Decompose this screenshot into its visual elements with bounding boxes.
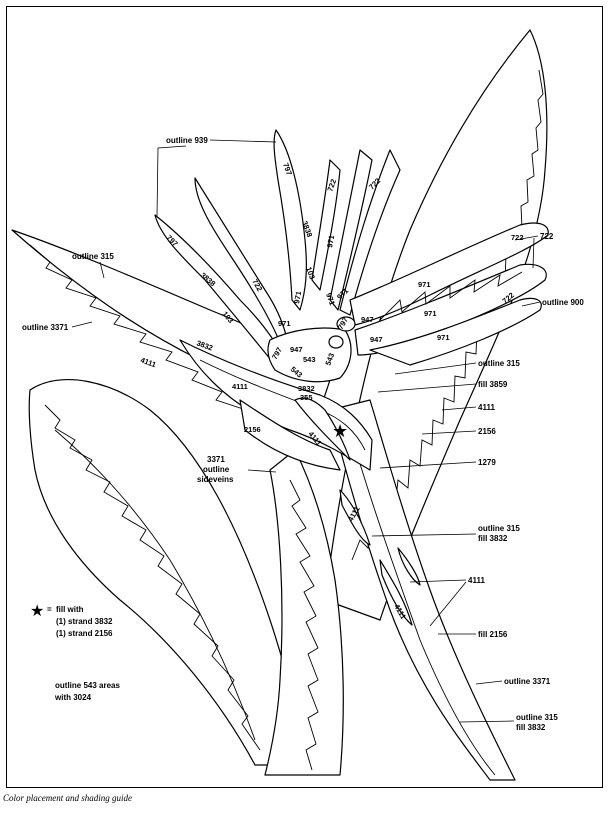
leader-722-right bbox=[514, 235, 539, 269]
petal-vein-right bbox=[379, 271, 523, 321]
region-971-h: 971 bbox=[437, 333, 450, 342]
star-marker: ★ bbox=[332, 421, 348, 442]
region-947-c: 947 bbox=[370, 335, 383, 344]
leader-fill-3859 bbox=[377, 383, 477, 393]
region-971-a: 971 bbox=[325, 234, 336, 248]
callout-outline-315-fill-3832-line1: outline 315 bbox=[478, 524, 520, 533]
left-bottom-leaf-inner bbox=[54, 429, 256, 741]
region-971-g: 971 bbox=[424, 309, 437, 318]
callout-4111-a: 4111 bbox=[478, 403, 495, 412]
petal-971-right-bottom bbox=[369, 297, 542, 366]
region-722-a: 722 bbox=[325, 178, 338, 193]
leader-outline-939 bbox=[156, 139, 277, 217]
callout-fill-3859: fill 3859 bbox=[478, 380, 508, 389]
callout-outline-3371-bottom: outline 3371 bbox=[504, 677, 551, 686]
leader-1279 bbox=[379, 461, 477, 469]
region-971-f: 971 bbox=[418, 280, 431, 289]
stem-inner-line bbox=[349, 429, 496, 776]
region-103-b: 103 bbox=[304, 266, 317, 281]
ovule-797-small bbox=[336, 316, 356, 332]
diagram-frame bbox=[6, 6, 603, 788]
callout-sideveins-line1: 3371 bbox=[207, 455, 225, 464]
legend-equals: = bbox=[47, 605, 52, 614]
region-543-a: 543 bbox=[303, 355, 316, 364]
legend-line1: fill with bbox=[56, 605, 84, 614]
region-971-c: 971 bbox=[324, 292, 337, 307]
region-355: 355 bbox=[300, 393, 313, 402]
bract-lower-lobe bbox=[239, 399, 341, 471]
legend-line2: (1) strand 3832 bbox=[56, 617, 113, 626]
region-3832-b: 3832 bbox=[298, 384, 315, 393]
callout-outline-315-fill-3832-bottom-line1: outline 315 bbox=[516, 713, 558, 722]
note-line1: outline 543 areas bbox=[55, 681, 120, 690]
stem-4111-pod-2 bbox=[379, 559, 413, 626]
region-971-e: 971 bbox=[278, 319, 291, 328]
callout-outline-939: outline 939 bbox=[166, 136, 208, 145]
callout-fill-2156: fill 2156 bbox=[478, 630, 508, 639]
region-4111-b: 4111 bbox=[232, 382, 248, 391]
stem-outline bbox=[329, 399, 516, 781]
stem-4111-ellipse bbox=[397, 547, 421, 586]
leader-outline-315-fill-3832 bbox=[371, 533, 477, 537]
leader-outline-315-left bbox=[99, 261, 105, 279]
petal-971-right-upper bbox=[349, 222, 549, 326]
callout-outline-315-right: outline 315 bbox=[478, 359, 520, 368]
left-spiky-leaf-vein bbox=[29, 244, 247, 411]
legend-star-icon: ★ bbox=[30, 601, 44, 620]
left-bottom-leaf-vein bbox=[44, 404, 261, 751]
leader-4111-a bbox=[441, 406, 477, 411]
spathe-4111 bbox=[294, 397, 351, 461]
region-947-b: 947 bbox=[361, 315, 374, 324]
callout-outline-3371-left: outline 3371 bbox=[22, 323, 69, 332]
ovule-543 bbox=[328, 335, 344, 349]
leader-2156 bbox=[421, 430, 477, 435]
region-722-d: 722 bbox=[511, 233, 524, 242]
note-line2: with 3024 bbox=[54, 693, 92, 702]
petal-722-left bbox=[311, 159, 341, 291]
region-947-a: 947 bbox=[290, 345, 303, 354]
region-4111-a: 4111 bbox=[139, 355, 157, 369]
region-2156: 2156 bbox=[244, 425, 261, 434]
callout-outline-315-left: outline 315 bbox=[72, 252, 114, 261]
callout-sideveins-line2: outline bbox=[203, 465, 230, 474]
region-797-top: 797 bbox=[281, 162, 294, 177]
leader-outline-3371-bottom bbox=[475, 680, 503, 685]
callout-outline-315-fill-3832-bottom-line2: fill 3832 bbox=[516, 723, 546, 732]
petal-722-mid bbox=[329, 149, 373, 311]
callout-outline-900: outline 900 bbox=[542, 298, 584, 307]
leader-sideveins bbox=[247, 469, 277, 473]
callout-2156: 2156 bbox=[478, 427, 496, 436]
leader-outline-3371-left bbox=[71, 321, 93, 328]
callout-722-right: 722 bbox=[540, 232, 554, 241]
leader-outline-315-right bbox=[394, 362, 477, 375]
region-971-b: 971 bbox=[292, 290, 303, 304]
callout-sideveins-line3: sideveins bbox=[197, 475, 234, 484]
region-543-c: 543 bbox=[323, 352, 336, 367]
center-leaf-outline bbox=[264, 449, 344, 776]
callout-1279: 1279 bbox=[478, 458, 496, 467]
leader-outline-900 bbox=[521, 301, 541, 307]
leader-outline-315-fill-3832-bottom bbox=[459, 720, 515, 723]
callout-outline-315-fill-3832-line2: fill 3832 bbox=[478, 534, 508, 543]
legend-line3: (1) strand 2156 bbox=[56, 629, 113, 638]
leader-4111-b bbox=[409, 579, 467, 627]
center-leaf-vein bbox=[289, 479, 319, 771]
petal-722-right bbox=[339, 149, 401, 316]
callout-4111-b: 4111 bbox=[468, 576, 485, 585]
petal-797-top bbox=[273, 129, 307, 311]
figure-caption: Color placement and shading guide bbox=[3, 793, 132, 803]
stem-4111-pod bbox=[339, 489, 371, 546]
